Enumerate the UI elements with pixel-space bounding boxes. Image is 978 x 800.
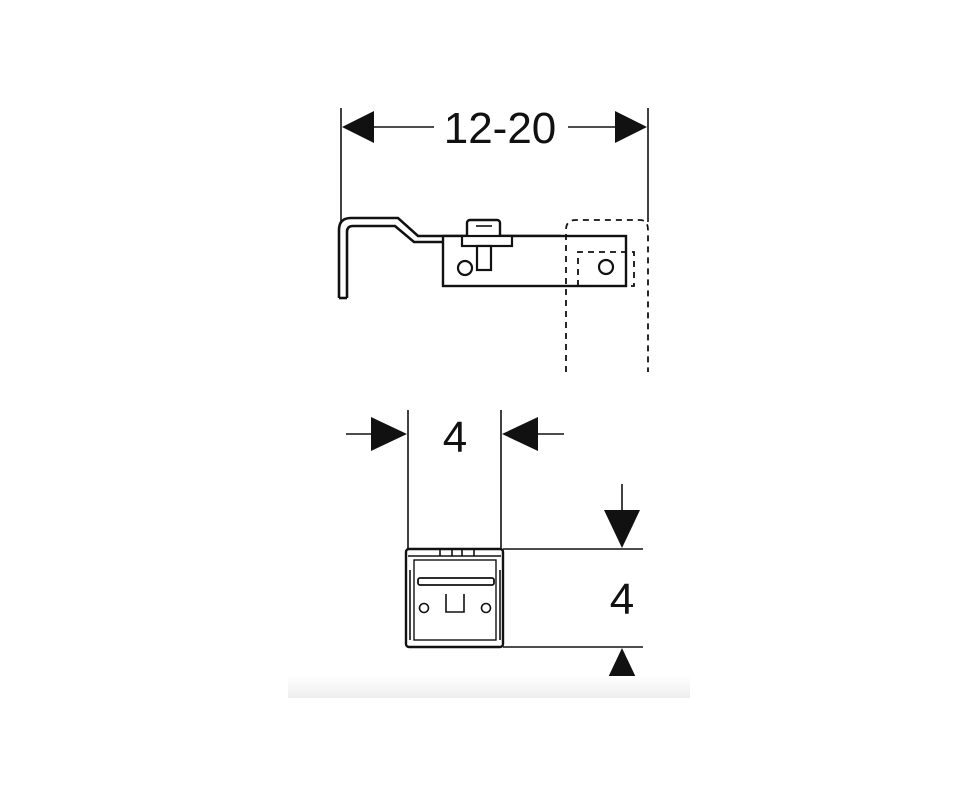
front-hole-right — [480, 602, 492, 614]
dimension-label-12-20: 12-20 — [444, 104, 557, 153]
dimension-label-width: 4 — [443, 413, 467, 462]
plate-hole-right — [597, 258, 615, 276]
front-slot-bar — [417, 577, 495, 586]
width-arrowhead-right-icon — [502, 417, 538, 451]
width-arrowhead-left-icon — [371, 417, 407, 451]
bolt-washer — [460, 234, 514, 248]
front-plate-inner — [413, 559, 497, 641]
arrowhead-right-icon — [615, 111, 647, 143]
phantom-inner — [577, 251, 635, 287]
bolt-shaft — [475, 244, 493, 272]
front-plate-top-detail — [439, 550, 475, 556]
dimension-label-height: 4 — [610, 575, 634, 624]
phantom-outline — [565, 219, 649, 372]
bracket-profile-inner — [345, 224, 470, 298]
front-center-slot — [445, 594, 465, 613]
plate-hole-left — [456, 259, 474, 277]
side-view: 12-20 — [337, 104, 649, 372]
front-view: 4 4 — [346, 410, 643, 696]
front-hole-left — [418, 602, 430, 614]
front-plate — [404, 547, 505, 649]
footer-fade — [288, 676, 690, 698]
height-arrowhead-top-icon — [604, 510, 640, 548]
bracket-profile — [337, 216, 470, 298]
arrowhead-left-icon — [342, 111, 374, 143]
